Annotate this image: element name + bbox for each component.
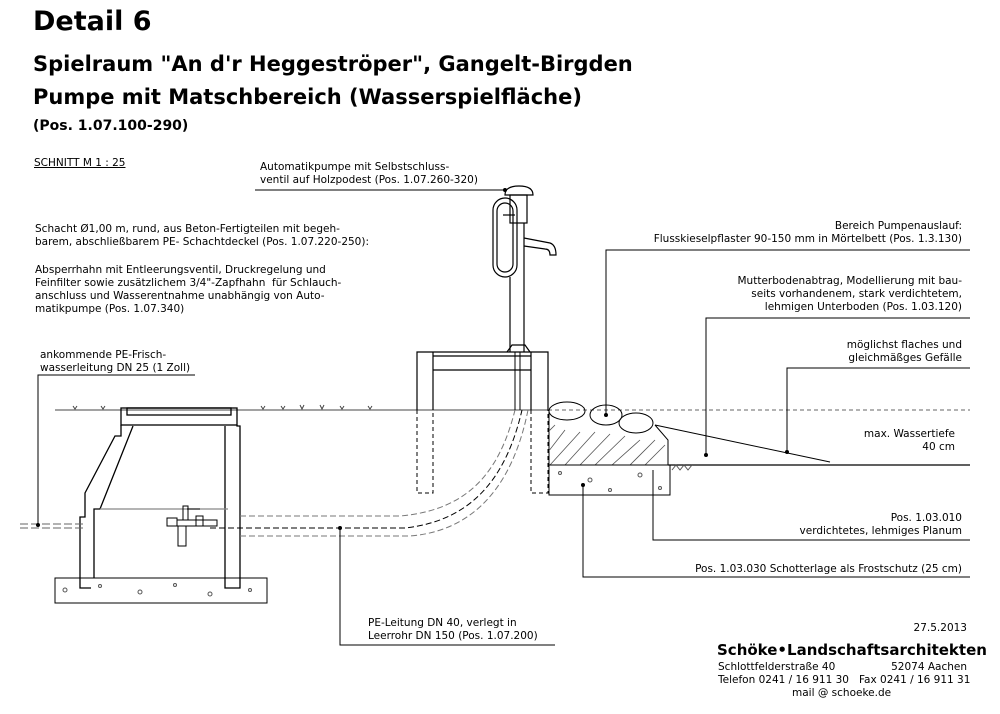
automatic-pump (492, 185, 557, 353)
outlet-label: Bereich Pumpenauslauf:Flusskieselpflaste… (653, 220, 962, 245)
valve-assembly (166, 505, 218, 547)
company-mail: mail @ schoeke.de (792, 687, 892, 699)
gravel-label: Pos. 1.03.030 Schotterlage als Frostschu… (695, 563, 962, 575)
company-name: Schöke•Landschaftsarchitekten (717, 641, 987, 659)
pebble-paving (548, 401, 970, 496)
slope-line (654, 424, 831, 463)
shaft-foundation (54, 577, 268, 604)
project-name: Spielraum "An d'r Heggeströper", Gangelt… (33, 52, 633, 76)
position-range: (Pos. 1.07.100-290) (33, 118, 189, 134)
company-phone: Telefon 0241 / 16 911 30 Fax 0241 / 16 9… (718, 674, 971, 686)
scale-label: SCHNITT M 1 : 25 (34, 157, 126, 169)
supply-pipe (20, 523, 85, 529)
leader-lines (37, 189, 970, 646)
pe-pipe-in-conduit (210, 352, 529, 537)
topsoil-label: Mutterbodenabtrag, Modellierung mit bau-… (737, 275, 963, 313)
gravel-dots (62, 471, 662, 597)
shaft-label: Schacht Ø1,00 m, rund, aus Beton-Fertigt… (35, 223, 369, 248)
detail-description: Pumpe mit Matschbereich (Wasserspielfläc… (33, 85, 582, 109)
shaft (79, 407, 241, 589)
page-title: Detail 6 (33, 6, 152, 37)
supply-pipe-label: ankommende PE-Frisch-wasserleitung DN 25… (40, 349, 191, 374)
wooden-platform (416, 351, 549, 494)
leader-dots (36, 188, 789, 530)
pump-label: Automatikpumpe mit Selbstschluss-ventil … (260, 161, 478, 186)
company-street: Schlottfelderstraße 40 (718, 661, 836, 673)
valve-label: Absperrhahn mit Entleerungsventil, Druck… (35, 264, 342, 315)
grass-marks (72, 404, 373, 411)
date: 27.5.2013 (913, 622, 967, 634)
gravel-layer (548, 464, 671, 496)
company-city: 52074 Aachen (891, 661, 967, 673)
